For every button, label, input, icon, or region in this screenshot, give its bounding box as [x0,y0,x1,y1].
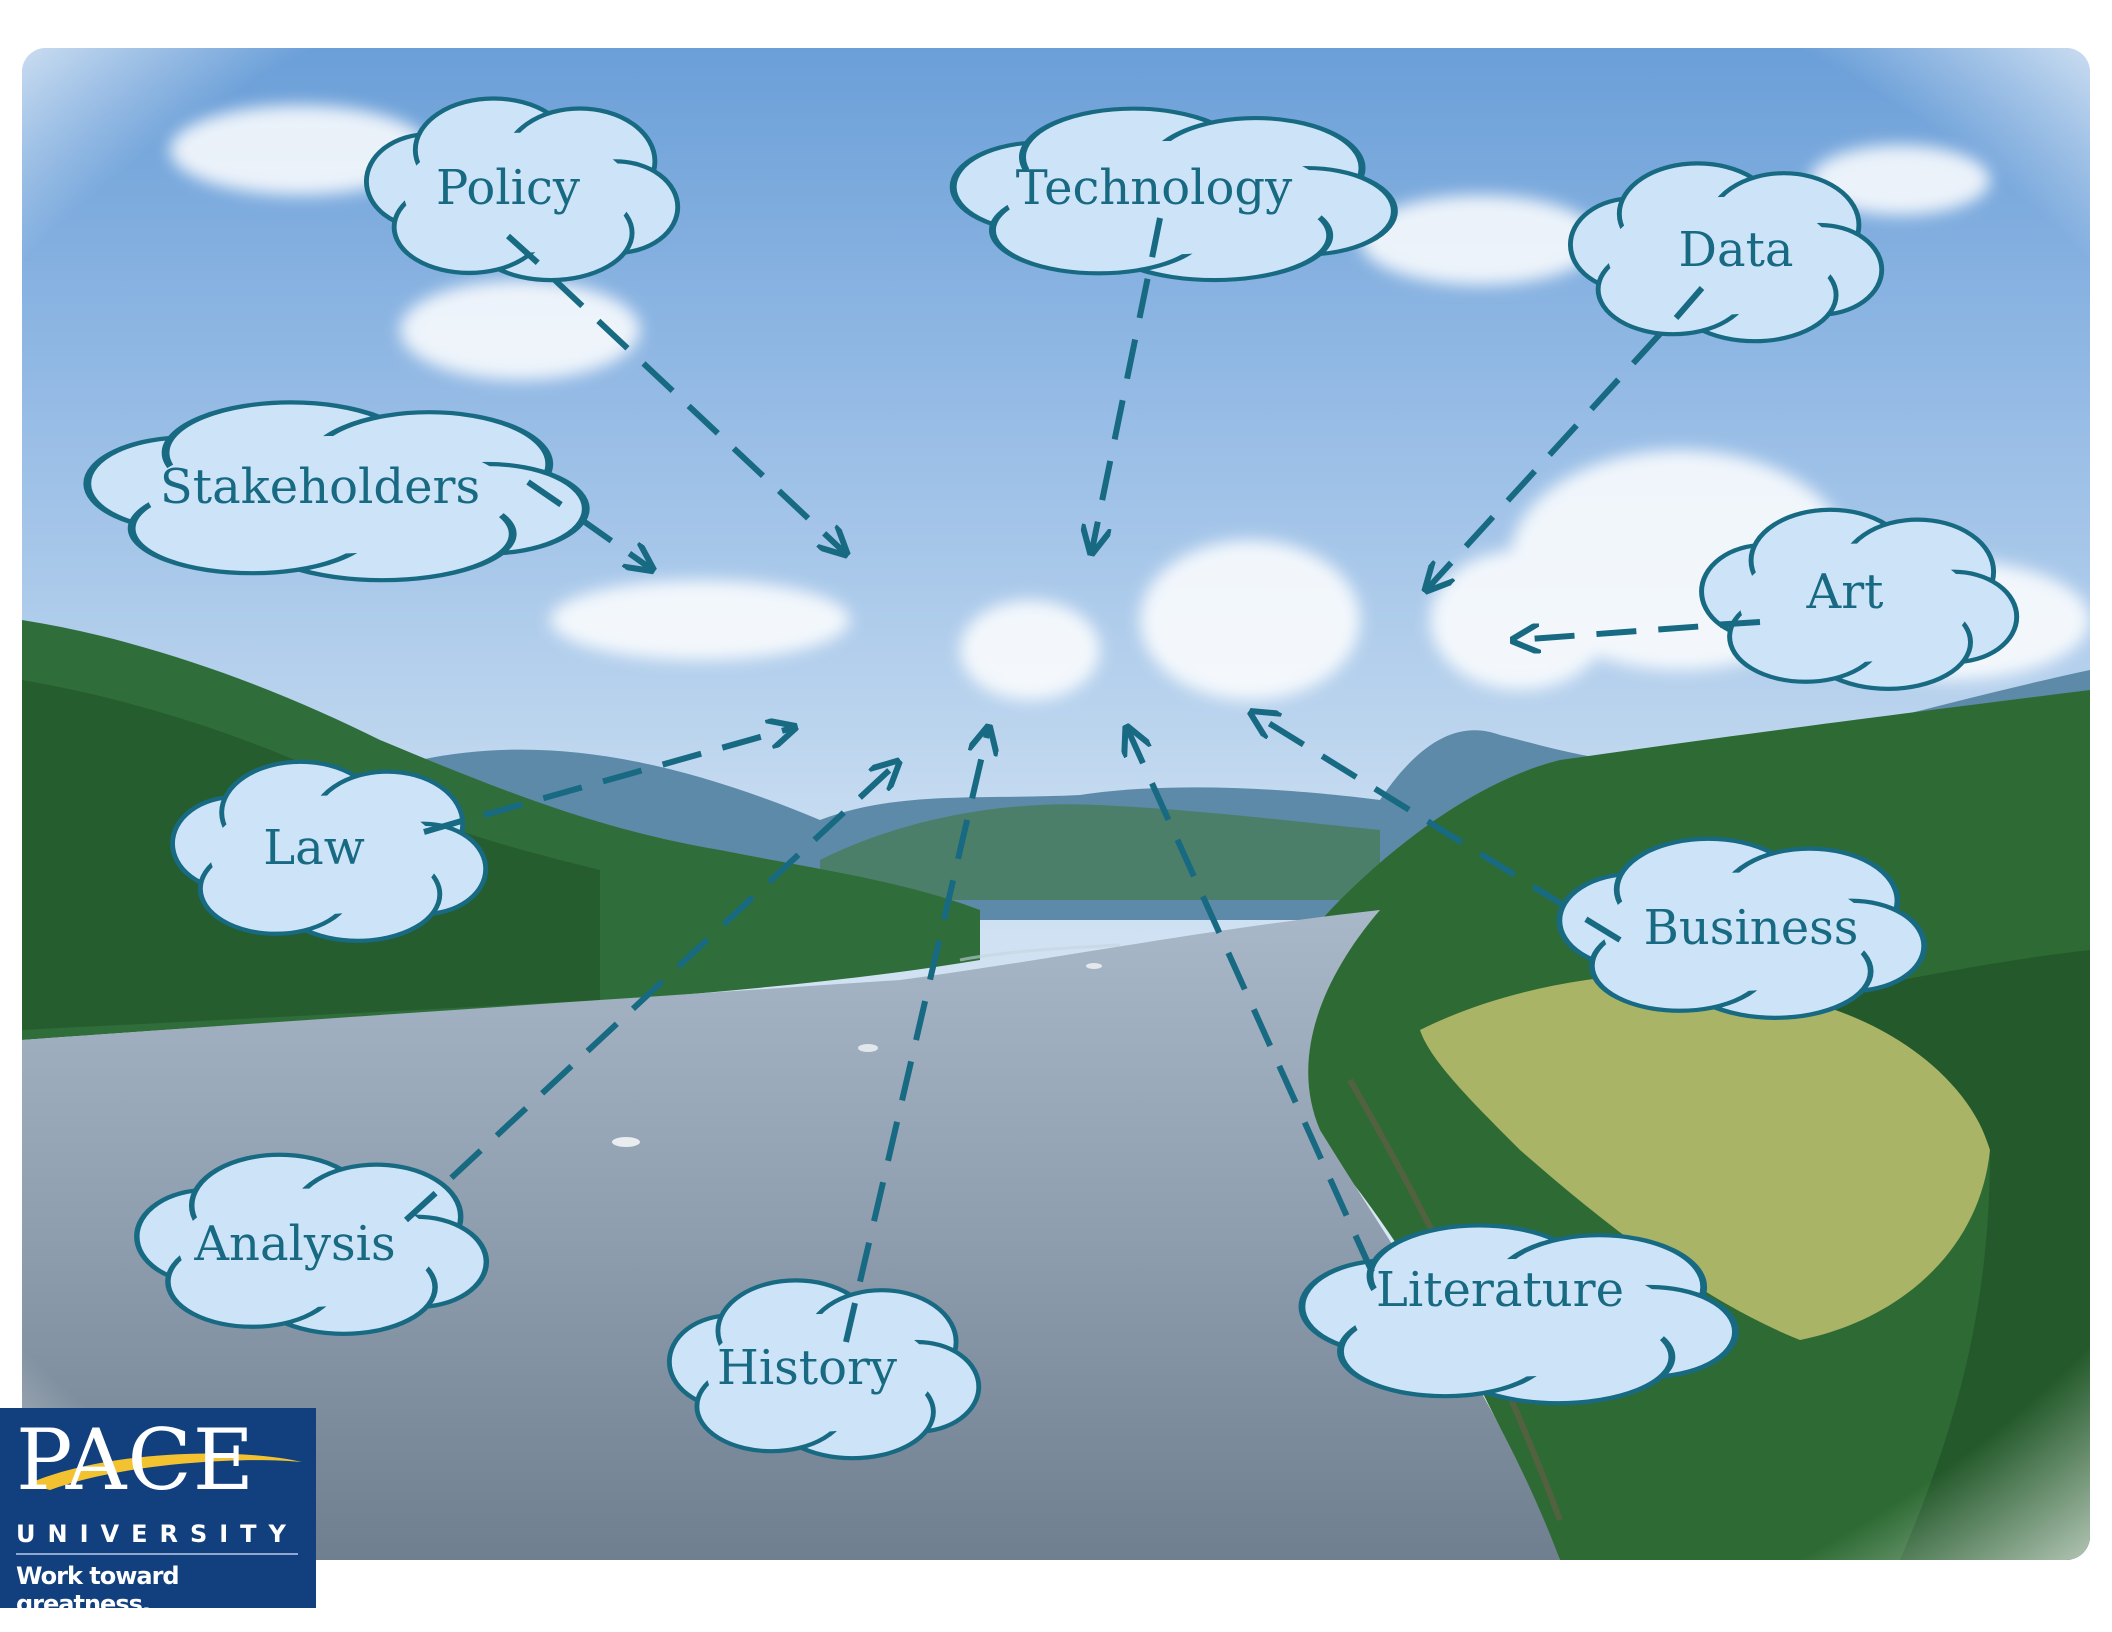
pace-university-logo: PACE UNIVERSITY Work toward greatness. [0,1408,316,1618]
logo-wordmark: PACE [16,1411,256,1509]
arrow-policy [505,233,844,552]
logo-tagline: Work toward greatness. [16,1562,180,1618]
arrow-art [1516,619,1761,640]
cloud-analysis[interactable] [134,1152,490,1336]
arrow-literature [1128,730,1375,1274]
arrow-history [843,730,988,1343]
logo-swoosh-icon [28,1453,302,1490]
arrow-analysis-tail [403,1177,453,1223]
arrow-technology-tail [1149,217,1163,259]
arrow-law-tail [423,815,473,835]
cloud-history[interactable] [666,1278,982,1461]
arrow-technology [1092,217,1163,550]
cloud-nodes [83,96,2020,1461]
arrow-business-tail [1582,915,1622,943]
arrow-stakeholders-tail [526,479,568,511]
logo-divider [16,1553,298,1555]
arrow-literature-tail [1349,1226,1375,1274]
arrow-art-tail [1711,619,1761,628]
arrow-law [423,728,792,835]
arrow-history-tail [843,1289,861,1343]
cloud-law[interactable] [170,759,489,943]
cloud-data[interactable] [1567,161,1885,344]
cloud-literature[interactable] [1298,1223,1739,1406]
logo-subtitle: UNIVERSITY [16,1520,298,1548]
cloud-stakeholders[interactable] [83,400,590,583]
arrow-policy-tail [505,233,551,275]
cloud-policy[interactable] [363,96,681,283]
cloud-business[interactable] [1556,836,1928,1020]
arrow-business [1254,714,1622,943]
arrow-data-tail [1673,286,1705,320]
arrow-data [1428,285,1705,588]
cloud-art[interactable] [1699,507,2020,691]
arrow-analysis [403,764,896,1223]
